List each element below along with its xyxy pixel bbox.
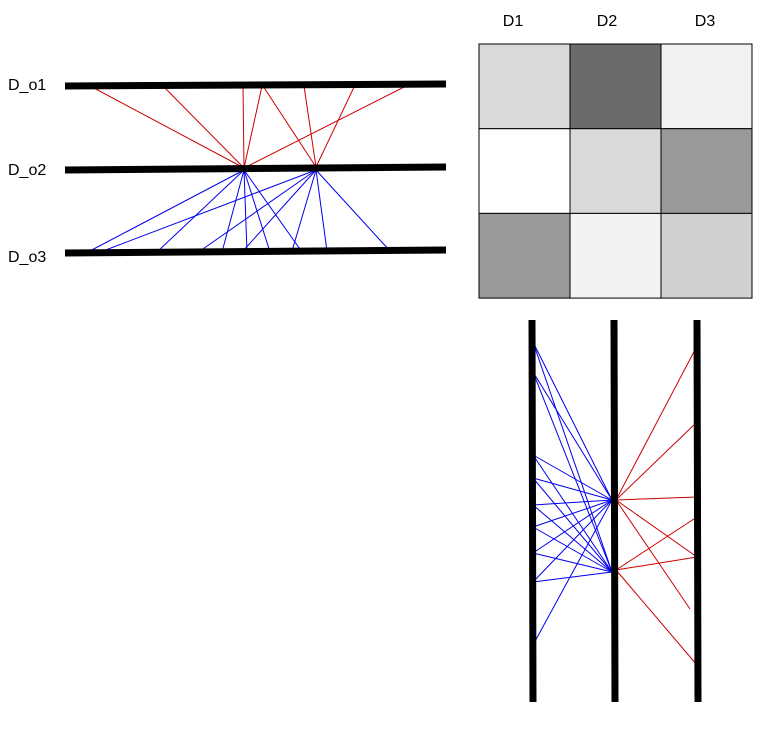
- bottom-blue-link-1-2: [532, 371, 613, 501]
- matrix-cell-r3-c1: [478, 212, 571, 299]
- matrix-cell-r1-c3: [660, 43, 753, 130]
- bottom-blue-link-2-1: [532, 341, 613, 573]
- bottom-blue-link-2-4: [532, 477, 613, 573]
- top-red-link-2: [162, 85, 245, 169]
- axis-label-d-o1: D_o1: [8, 77, 46, 94]
- bottom-blue-link-1-4: [532, 477, 613, 501]
- top-blue-link-b-6: [315, 169, 391, 252]
- matrix-cell-r2-c3: [660, 128, 753, 214]
- top-blue-link-a-1: [87, 169, 245, 253]
- bottom-blue-link-1-9: [532, 499, 613, 646]
- bottom-red-link-4: [615, 499, 698, 558]
- top-blue-link-b-3: [242, 169, 317, 252]
- top-blue-link-b-4: [291, 169, 317, 252]
- top-red-link-3: [242, 85, 245, 169]
- bottom-red-link-6: [615, 516, 698, 571]
- top-red-link-6: [262, 85, 317, 168]
- top-blue-link-a-6: [243, 169, 303, 253]
- bottom-blue-link-2-8: [532, 571, 613, 583]
- top-red-link-7: [303, 85, 317, 168]
- column-label-d2: D2: [597, 13, 618, 30]
- top-blue-link-b-5: [315, 169, 328, 252]
- bottom-red-link-5: [615, 499, 691, 610]
- bottom-blue-link-1-5: [532, 499, 613, 506]
- top-red-link-group: [91, 83, 411, 169]
- top-blue-link-group: [87, 169, 391, 253]
- axis-label-d-o3: D_o3: [8, 249, 46, 266]
- bottom-blue-link-1-8: [532, 499, 613, 583]
- vertical-axis-2: [610, 319, 619, 703]
- bottom-blue-link-2-3: [532, 454, 613, 573]
- vertical-axis-3: [693, 319, 702, 703]
- bottom-blue-link-2-5: [532, 504, 613, 573]
- matrix-cell-r2-c2: [569, 128, 662, 214]
- top-red-link-1: [91, 86, 245, 169]
- column-label-d3: D3: [695, 13, 716, 30]
- top-red-link-4: [243, 85, 263, 169]
- horizontal-axis-d-o1: [64, 80, 447, 90]
- column-label-d1: D1: [503, 13, 524, 30]
- matrix-cell-r1-c2: [569, 43, 662, 130]
- bottom-red-link-1: [615, 345, 698, 501]
- bottom-blue-link-1-3: [532, 454, 613, 501]
- top-blue-link-a-2: [156, 169, 245, 253]
- horizontal-axis-d-o3: [64, 246, 447, 257]
- axis-label-d-o2: D_o2: [8, 162, 46, 179]
- top-blue-link-b-1: [102, 169, 317, 252]
- bottom-red-link-7: [615, 556, 698, 571]
- bottom-blue-link-2-2: [532, 371, 613, 573]
- bottom-blue-link-1-7: [532, 499, 613, 554]
- bottom-red-link-group: [615, 345, 698, 666]
- bottom-red-link-2: [615, 421, 698, 501]
- bottom-red-link-8: [615, 569, 698, 666]
- top-blue-link-b-2: [199, 169, 317, 252]
- matrix-cell-r2-c1: [478, 128, 571, 214]
- top-blue-link-a-4: [243, 169, 248, 253]
- horizontal-axis-d-o2: [64, 163, 447, 174]
- matrix-cell-r3-c2: [569, 212, 662, 299]
- heatmap-matrix: [478, 43, 753, 299]
- top-red-link-8: [315, 84, 356, 168]
- top-red-link-5: [243, 83, 411, 169]
- bottom-red-link-3: [615, 496, 698, 501]
- top-blue-link-a-3: [221, 169, 245, 253]
- bottom-blue-link-group: [532, 341, 613, 646]
- bottom-blue-link-2-6: [532, 526, 613, 573]
- bottom-blue-link-1-1: [532, 341, 613, 501]
- matrix-cell-r1-c1: [478, 43, 571, 130]
- matrix-cell-r3-c3: [660, 212, 753, 299]
- vertical-axis-1: [528, 319, 537, 703]
- bottom-blue-link-2-7: [532, 552, 613, 573]
